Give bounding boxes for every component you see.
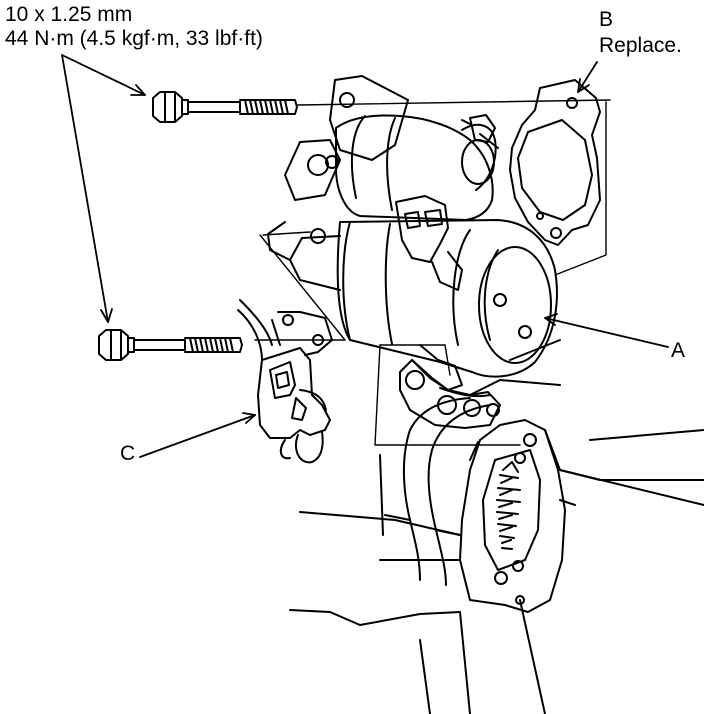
lower-mounting-bolt xyxy=(98,329,243,361)
upper-mounting-bolt xyxy=(152,91,298,123)
harness-bracket-c xyxy=(237,299,333,464)
callout-b-label: B xyxy=(599,8,614,31)
coolant-hose xyxy=(384,397,491,586)
alignment-lines xyxy=(254,99,611,446)
callout-c-label: C xyxy=(120,442,136,465)
gasket-b xyxy=(509,79,601,246)
bolt-spec-size: 10 x 1.25 mm xyxy=(5,3,133,26)
leader-lines xyxy=(61,54,669,458)
engine-block-outline xyxy=(289,339,704,714)
callout-b-note: Replace. xyxy=(599,34,682,57)
bolt-spec-torque: 44 N·m (4.5 kgf·m, 33 lbf·ft) xyxy=(5,27,263,50)
flywheel-housing xyxy=(459,419,576,613)
starter-motor-a xyxy=(267,75,558,429)
callout-a-label: A xyxy=(671,339,686,362)
